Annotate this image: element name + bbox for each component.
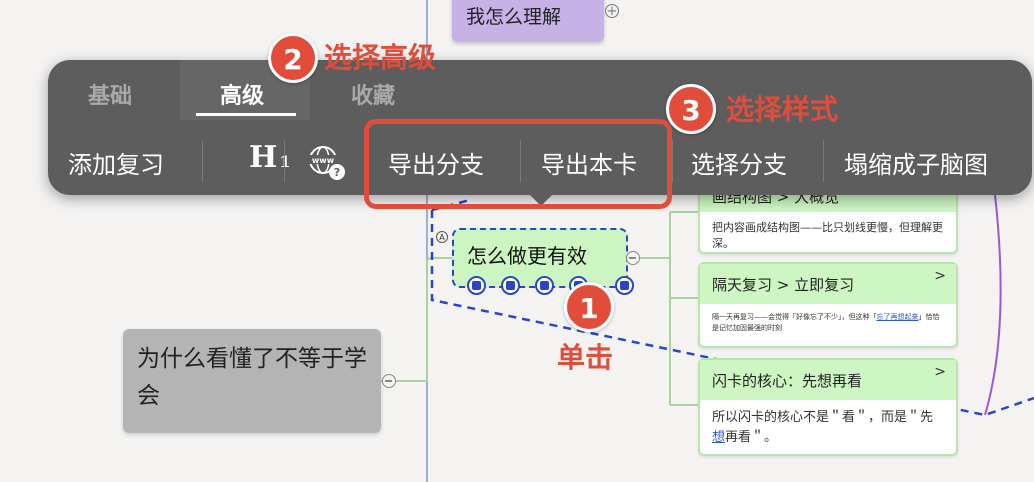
card-2[interactable]: 隔天复习 > 立即复习 > 隔一天再复习——会觉得「好像忘了不少」，但这种「忘了… [698,262,958,348]
step-3-label: 选择样式 [726,93,839,126]
divider [202,140,203,182]
advanced-toolbar: 基础 高级 收藏 添加复习 H1 www ? 导出分支 导出本卡 选择分支 塌缩… [48,60,1032,195]
collapse-minus-icon[interactable] [626,251,640,265]
anchor-a-icon: A [436,231,448,243]
node-label: 我怎么理解 [466,6,562,28]
svg-text:www: www [312,156,335,165]
tab-favorites[interactable]: 收藏 [351,84,396,109]
collapse-minus-icon[interactable] [382,374,396,388]
export-card-button[interactable]: 导出本卡 [541,151,637,179]
chevron-right-icon[interactable]: > [934,364,946,380]
step-2-label: 选择高级 [324,41,437,74]
svg-text:?: ? [334,166,340,179]
step-2-badge: 2 [268,33,318,83]
card-icon[interactable] [535,276,554,295]
card-body: 隔一天再复习——会觉得「好像忘了不少」，但这种「忘了再想起来」恰恰是记忆加固最强… [712,313,940,332]
card-3[interactable]: 闪卡的核心：先想再看 > 所以闪卡的核心不是＂看＂，而是＂先想再看＂。 [698,358,958,456]
web-link-icon[interactable]: www ? [305,144,349,188]
link-icon[interactable] [501,276,520,295]
divider [520,140,521,182]
popover-arrow [529,194,553,206]
tab-underline [196,113,296,116]
collapse-submap-button[interactable]: 塌缩成子脑图 [844,151,988,179]
tab-basic[interactable]: 基础 [88,84,133,109]
select-branch-button[interactable]: 选择分支 [691,151,787,179]
step-3-badge: 3 [666,84,716,134]
card-body: 把内容画成结构图——比只划线更慢，但理解更深。 [712,221,943,250]
card-body: 所以闪卡的核心不是＂看＂，而是＂先想再看＂。 [712,410,934,445]
comment-icon[interactable] [467,276,486,295]
card-title: 隔天复习 > 立即复习 [712,276,855,294]
mindmap-node-top[interactable]: 我怎么理解 [452,0,604,42]
mindmap-node-left[interactable]: 为什么看懂了不等于学会 [123,329,381,433]
add-review-button[interactable]: 添加复习 [68,151,164,179]
export-branch-button[interactable]: 导出分支 [388,151,484,179]
step-1-label: 单击 [557,341,614,374]
chevron-right-icon[interactable]: > [934,268,946,284]
card-title: 闪卡的核心：先想再看 [712,372,863,390]
style-icon[interactable] [615,276,634,295]
divider [672,140,673,182]
node-label: 怎么做更有效 [467,244,587,268]
divider [284,140,285,182]
node-label: 为什么看懂了不等于学会 [137,346,367,409]
tab-advanced[interactable]: 高级 [220,84,265,109]
step-1-badge: 1 [564,282,614,332]
expand-plus-icon[interactable]: + [605,4,619,19]
highlight-box [364,119,672,209]
divider [823,140,824,182]
